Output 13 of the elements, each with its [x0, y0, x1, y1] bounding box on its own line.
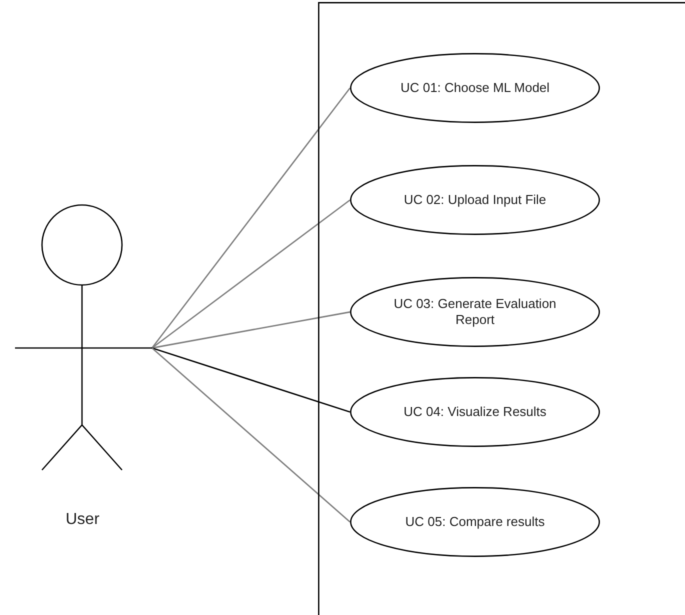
- use-case-ellipse: UC 04: Visualize Results: [350, 377, 600, 447]
- association-line: [152, 347, 350, 523]
- actor-figure: [13, 203, 152, 473]
- association-line: [152, 199, 350, 349]
- use-case-ellipse: UC 05: Compare results: [350, 487, 600, 557]
- actor-name: User: [66, 511, 100, 529]
- association-line: [151, 88, 351, 348]
- use-case-ellipse: UC 01: Choose ML Model: [350, 53, 600, 123]
- association-line: [152, 311, 350, 349]
- use-case-ellipse: UC 03: Generate Evaluation Report: [350, 277, 600, 347]
- association-line: [152, 347, 350, 413]
- system-boundary: [318, 2, 685, 615]
- use-case-ellipse: UC 02: Upload Input File: [350, 165, 600, 235]
